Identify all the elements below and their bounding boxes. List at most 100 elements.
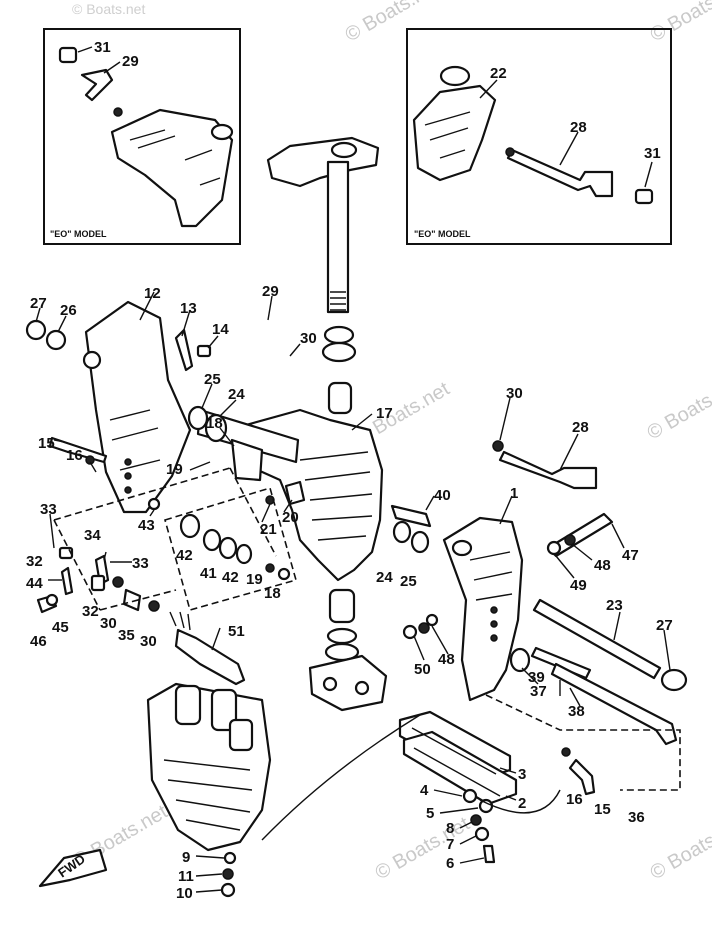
part-30-nut-switch [112, 576, 124, 588]
switch-dashed-frame [53, 467, 277, 611]
clamp-left-hole-2 [124, 472, 132, 480]
part-5-washer [478, 798, 494, 814]
part-6-bolt [482, 844, 496, 864]
clamp-right-hole-3 [490, 634, 498, 642]
leader-8 [459, 821, 473, 829]
leader-28-right [559, 131, 579, 166]
watermark-top-right: © Boats.net [647, 0, 712, 46]
part-25-washer-left [187, 405, 209, 431]
callout-32: 32 [26, 553, 43, 570]
shaft-washer [321, 341, 357, 363]
part-51-harness [174, 628, 246, 686]
leader-15-left [53, 439, 65, 443]
fwd-arrow-shape [38, 848, 108, 888]
callout-33-right: 33 [132, 555, 149, 572]
part-20-bracket [284, 480, 306, 506]
tilt-unit-cyl-a [174, 684, 202, 726]
callout-25-right: 25 [400, 573, 417, 590]
part-28-end [505, 147, 515, 157]
leader-39 [521, 667, 539, 685]
callout-11: 11 [178, 868, 194, 885]
callout-33: 33 [40, 501, 57, 518]
callout-17: 17 [376, 405, 393, 422]
callout-27-right: 27 [656, 617, 673, 634]
callout-23: 23 [606, 597, 623, 614]
callout-30-lower-2: 30 [140, 633, 157, 650]
leader-12 [139, 291, 155, 321]
callout-51: 51 [228, 623, 245, 640]
inset-right-boss [439, 65, 471, 87]
part-24-bushing-right [392, 520, 412, 544]
leader-3 [499, 767, 517, 774]
part-45-washer [45, 593, 59, 607]
steering-shaft [326, 160, 350, 314]
callout-46: 46 [30, 633, 47, 650]
leader-1 [499, 495, 513, 525]
watermark-top: © Boats.net [72, 1, 145, 17]
callout-26: 26 [60, 302, 77, 319]
inset-left-boss [210, 123, 234, 141]
shaft-splines [330, 291, 346, 311]
watermark-bottom-right: © Boats.net [647, 813, 712, 885]
tilt-unit-hose [261, 714, 421, 841]
watermark-right: © Boats.net [644, 373, 712, 445]
tilt-unit-detail [163, 759, 253, 831]
part-49-washer [546, 540, 562, 556]
callout-1: 1 [510, 485, 518, 502]
lower-seal [326, 627, 358, 645]
leader-31-right [644, 161, 653, 188]
lower-mount-hole-b [354, 680, 370, 696]
leader-26 [57, 315, 67, 333]
watermark-top-center: © Boats.net [342, 0, 444, 46]
part-31-cap-right [634, 188, 654, 205]
part-18-clip-lower [277, 567, 291, 581]
leader-38 [569, 687, 581, 707]
callout-47: 47 [622, 547, 639, 564]
part-27-nut-left [25, 319, 47, 341]
inset-right-note: "EO" MODEL [414, 229, 471, 239]
leader-47 [611, 523, 625, 549]
callout-22: 22 [490, 65, 507, 82]
callout-16: 16 [66, 447, 83, 464]
leader-29-left [103, 61, 121, 74]
shaft-seal-ring [323, 325, 355, 345]
callout-21: 21 [260, 521, 277, 538]
callout-2: 2 [518, 795, 526, 812]
callout-43: 43 [138, 517, 155, 534]
callout-34: 34 [84, 527, 101, 544]
callout-28: 28 [572, 419, 589, 436]
part-26-washer [45, 329, 67, 351]
part-48-nut [564, 534, 576, 546]
part-16-nut-right [561, 747, 571, 757]
part-28-link-rod [506, 148, 614, 198]
leader-49 [555, 555, 575, 579]
callout-30: 30 [300, 330, 317, 347]
part-40-tilt-pin [390, 504, 432, 528]
callout-42-a: 42 [176, 547, 193, 564]
leader-48-lower [431, 625, 449, 655]
leader-19 [189, 461, 211, 471]
tilt-unit-body [146, 682, 272, 852]
leader-31-left [77, 46, 93, 53]
leader-20 [283, 499, 293, 513]
callout-32-lower: 32 [82, 603, 99, 620]
part-42-bushing-c [235, 543, 253, 565]
lower-mount-hole-a [322, 676, 338, 692]
part-42-bushing-b [218, 536, 238, 560]
callout-30-right: 30 [506, 385, 523, 402]
part-36-rod [550, 662, 678, 746]
leader-30-main [289, 343, 301, 357]
callout-6: 6 [446, 855, 454, 872]
fwd-arrow: FWD [38, 848, 108, 888]
callout-39: 39 [528, 669, 545, 686]
leader-10 [195, 889, 223, 893]
inset-right-eo-model: 22 28 31 "EO" MODEL [406, 28, 672, 245]
clamp-left-hole-1 [124, 458, 132, 466]
leader-14 [207, 335, 219, 349]
part-8-nut [470, 814, 482, 826]
steering-arm [266, 136, 380, 188]
callout-31-left: 31 [94, 39, 111, 56]
part-18-cable-clip [230, 438, 264, 482]
callout-12: 12 [144, 285, 161, 302]
lower-bushing [328, 588, 356, 624]
